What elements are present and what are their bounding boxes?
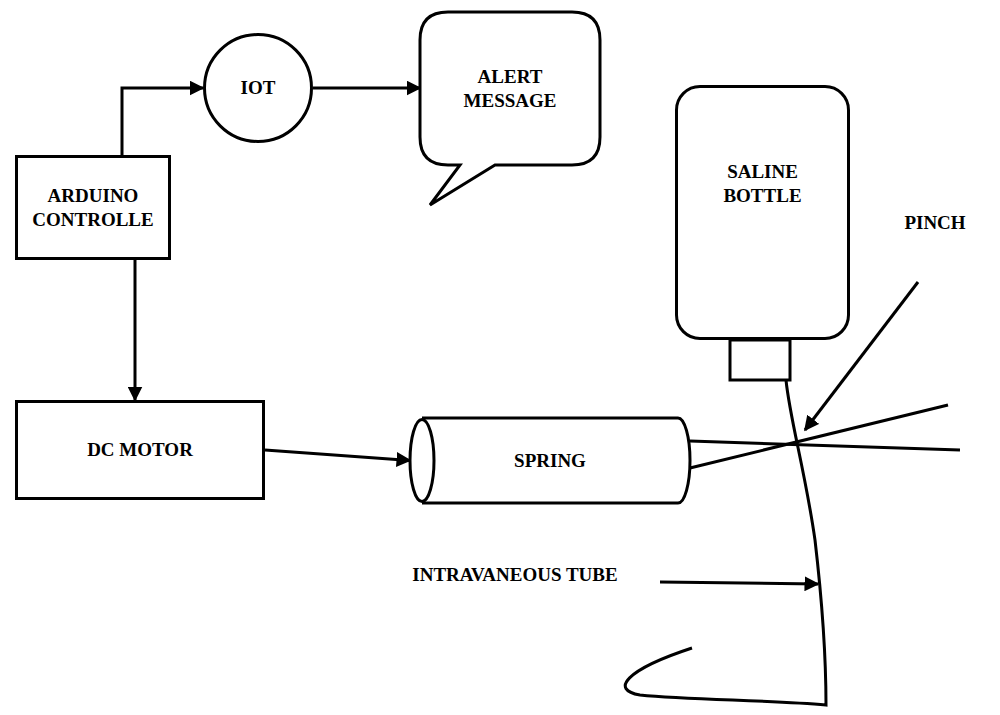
alert-bubble: ALERT MESSAGE: [420, 12, 600, 165]
node-label: ALERT MESSAGE: [435, 65, 585, 113]
iot-circle: IOT: [203, 33, 313, 143]
alert-bubble-outline: [420, 12, 600, 165]
arrow-connector: [122, 88, 203, 155]
pinch-arm: [690, 405, 948, 468]
controller-box: ARDUINO CONTROLLE: [15, 155, 171, 260]
pinch-arm: [690, 441, 960, 450]
spring-cylinder: SPRING: [410, 418, 690, 503]
node-label: SALINE BOTTLE: [693, 160, 833, 208]
bottle-neck: [730, 340, 790, 380]
motor-box: DC MOTOR: [15, 400, 265, 500]
part-label: PINCH: [880, 208, 990, 238]
node-label: DC MOTOR: [87, 438, 193, 462]
arrow-connector: [313, 87, 420, 90]
node-label: ARDUINO CONTROLLE: [23, 184, 163, 232]
saline-bottle: SALINE BOTTLE: [675, 85, 850, 340]
node-label: IOT: [241, 76, 276, 100]
arrow-connector: [134, 260, 137, 400]
part-label: INTRAVANEOUS TUBE: [395, 560, 635, 590]
arrow-connector: [265, 450, 410, 461]
node-label: SPRING: [514, 449, 586, 473]
tube-leader: [660, 582, 818, 584]
